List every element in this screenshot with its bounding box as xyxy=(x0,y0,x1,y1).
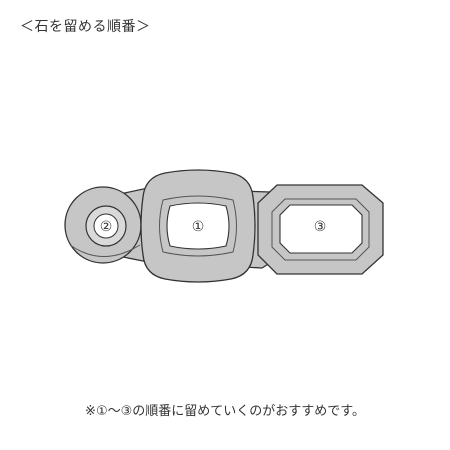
order-note: ※①〜③の順番に留めていくのがおすすめです。 xyxy=(85,404,365,419)
stone-2-setting: ② xyxy=(64,186,142,264)
stone-3-bezel-edge xyxy=(271,198,370,261)
stone-2-shadow xyxy=(69,244,141,257)
stone-3-label: ③ xyxy=(314,219,327,235)
stone-2-label: ② xyxy=(100,219,113,235)
stone-2-stone xyxy=(93,213,119,239)
stone-3-setting: ③ xyxy=(257,184,384,275)
stone-1-bezel-edge xyxy=(159,195,237,257)
stone-1-stone xyxy=(166,202,230,250)
stone-1-setting: ① xyxy=(140,169,256,283)
stone-1-label: ① xyxy=(192,219,205,235)
page-title: ＜石を留める順番＞ xyxy=(20,19,151,35)
stone-3-stone xyxy=(279,204,363,254)
